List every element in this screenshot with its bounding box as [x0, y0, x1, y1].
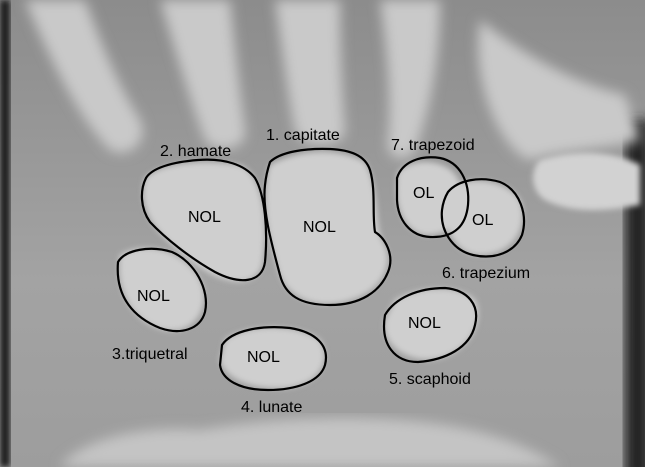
trapezoid-label: 7. trapezoid — [391, 138, 475, 154]
scaphoid-status: NOL — [408, 316, 441, 332]
capitate-status: NOL — [303, 220, 336, 236]
trapezium-label: 6. trapezium — [442, 266, 530, 282]
trapezoid-status: OL — [413, 186, 434, 202]
triquetral-label: 3.triquetral — [112, 347, 188, 363]
scaphoid-label: 5. scaphoid — [389, 372, 471, 388]
lunate-status: NOL — [247, 350, 280, 366]
trapezium-status: OL — [472, 213, 493, 229]
left-dark-edge — [0, 0, 10, 467]
capitate-label: 1. capitate — [266, 128, 340, 144]
hamate-status: NOL — [188, 210, 221, 226]
lunate-label: 4. lunate — [241, 400, 302, 416]
hamate-label: 2. hamate — [160, 144, 231, 160]
triquetral-status: NOL — [137, 289, 170, 305]
thumb-bone — [533, 153, 640, 210]
